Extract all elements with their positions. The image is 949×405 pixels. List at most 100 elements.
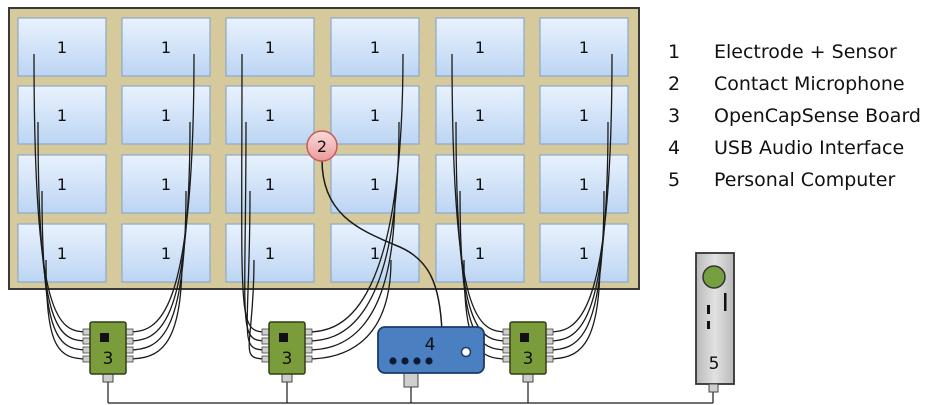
opencapsense-board: 3 xyxy=(82,321,134,383)
tile-label: 1 xyxy=(475,38,485,57)
tile-label: 1 xyxy=(475,244,485,263)
sensor-wire xyxy=(127,53,195,333)
opencapsense-board: 3 xyxy=(261,321,313,383)
tile-label: 1 xyxy=(57,244,67,263)
sensor-wire xyxy=(33,53,89,333)
electrode-tile: 1 xyxy=(121,85,211,145)
sensor-wire xyxy=(127,190,187,351)
electrode-tile: 1 xyxy=(435,85,525,145)
legend-text: OpenCapSense Board xyxy=(714,105,921,127)
electrode-tile: 1 xyxy=(435,223,525,283)
contact-microphone: 2 xyxy=(306,130,338,162)
legend-row-5: 5 Personal Computer xyxy=(668,164,921,196)
electrode-tile: 1 xyxy=(330,223,420,283)
legend-number: 3 xyxy=(668,105,681,127)
legend-number: 4 xyxy=(668,137,681,159)
tile-label: 1 xyxy=(370,106,380,125)
tile-label: 1 xyxy=(265,38,275,57)
electrode-tile: 1 xyxy=(539,17,629,77)
legend-row-2: 2 Contact Microphone xyxy=(668,68,921,100)
tile-label: 1 xyxy=(579,106,589,125)
electrode-tile: 1 xyxy=(330,85,420,145)
microphone-label: 2 xyxy=(317,137,327,156)
tile-label: 1 xyxy=(161,175,171,194)
legend-text: Contact Microphone xyxy=(714,73,905,95)
tile-label: 1 xyxy=(370,38,380,57)
sensor-wire xyxy=(451,53,509,333)
sensor-wire xyxy=(246,190,268,351)
electrode-tile: 1 xyxy=(17,85,107,145)
electrode-tile: 1 xyxy=(225,154,315,214)
tile-label: 1 xyxy=(579,175,589,194)
legend-number: 2 xyxy=(668,73,681,95)
microphone-cable xyxy=(321,159,443,333)
tile-label: 1 xyxy=(370,244,380,263)
sensor-wire xyxy=(306,190,396,351)
electrode-tile: 1 xyxy=(17,223,107,283)
sensor-wire xyxy=(244,121,268,342)
electrode-tile: 1 xyxy=(121,154,211,214)
legend-text: Personal Computer xyxy=(714,169,896,191)
audio-interface-label: 4 xyxy=(425,335,436,355)
tile-label: 1 xyxy=(57,38,67,57)
sensor-wire xyxy=(127,121,191,342)
electrode-tile: 1 xyxy=(121,223,211,283)
sensor-wire xyxy=(547,121,609,342)
personal-computer: 5 xyxy=(695,252,735,393)
electrode-grid: 1 1 1 1 1 1 1 1 1 1 1 1 1 1 1 1 1 1 1 1 1 1 1 1 xyxy=(17,17,629,283)
board-label: 3 xyxy=(103,349,114,369)
electrode-tile: 1 xyxy=(330,154,420,214)
legend-number: 5 xyxy=(668,169,681,191)
electrode-tile: 1 xyxy=(435,154,525,214)
sensor-wire xyxy=(306,121,400,342)
electrode-tile: 1 xyxy=(435,17,525,77)
tile-label: 1 xyxy=(265,175,275,194)
sensor-wire xyxy=(306,259,392,360)
tile-label: 1 xyxy=(475,175,485,194)
tile-label: 1 xyxy=(579,38,589,57)
tile-label: 1 xyxy=(57,106,67,125)
legend-row-1: 1 Electrode + Sensor xyxy=(668,36,921,68)
electrode-tile: 1 xyxy=(539,85,629,145)
electrode-tile: 1 xyxy=(330,17,420,77)
sensor-wire xyxy=(127,259,183,360)
legend-number: 1 xyxy=(668,41,681,63)
electrode-tile: 1 xyxy=(121,17,211,77)
electrode-tile: 1 xyxy=(539,154,629,214)
sensor-wire xyxy=(547,190,605,351)
tile-label: 1 xyxy=(57,175,67,194)
electrode-tile: 1 xyxy=(17,154,107,214)
sensor-wire xyxy=(37,121,89,342)
sensor-wire xyxy=(41,190,89,351)
usb-audio-interface: 4 xyxy=(377,326,485,388)
tile-label: 1 xyxy=(161,106,171,125)
legend: 1 Electrode + Sensor 2 Contact Microphon… xyxy=(668,36,921,196)
tile-label: 1 xyxy=(161,244,171,263)
sensor-wire xyxy=(306,53,404,333)
legend-row-3: 3 OpenCapSense Board xyxy=(668,100,921,132)
tile-label: 1 xyxy=(579,244,589,263)
sensor-wire xyxy=(241,53,268,333)
tile-label: 1 xyxy=(370,175,380,194)
board-label: 3 xyxy=(282,349,293,369)
electrode-tile: 1 xyxy=(539,223,629,283)
tile-label: 1 xyxy=(475,106,485,125)
tile-label: 1 xyxy=(265,106,275,125)
electrode-tile: 1 xyxy=(17,17,107,77)
legend-text: USB Audio Interface xyxy=(714,137,905,159)
wire-group xyxy=(33,53,613,360)
sensor-wire xyxy=(248,259,268,360)
legend-text: Electrode + Sensor xyxy=(714,41,897,63)
sensor-wire xyxy=(45,259,89,360)
tile-label: 1 xyxy=(161,38,171,57)
sensor-wire xyxy=(455,121,509,342)
electrode-tile: 1 xyxy=(225,223,315,283)
computer-label: 5 xyxy=(709,354,720,374)
sensor-wire xyxy=(547,53,613,333)
tile-label: 1 xyxy=(265,244,275,263)
opencapsense-board: 3 xyxy=(502,321,554,383)
electrode-tile: 1 xyxy=(225,85,315,145)
board-label: 3 xyxy=(523,349,534,369)
electrode-tile: 1 xyxy=(225,17,315,77)
